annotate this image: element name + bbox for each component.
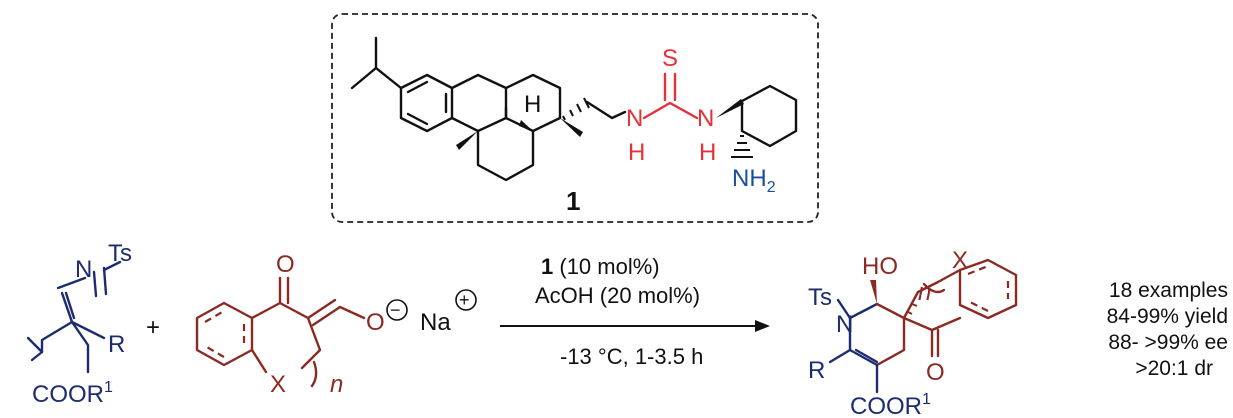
product-ketone-o: O bbox=[926, 359, 945, 386]
amine-label: NH2 bbox=[732, 165, 776, 196]
imine-r-label: R bbox=[108, 331, 125, 358]
imine-ts-label: Ts bbox=[108, 240, 132, 267]
reaction-arrow-head bbox=[755, 320, 770, 332]
product-r-label: R bbox=[808, 357, 825, 384]
thiourea-nh-right-h: H bbox=[699, 139, 716, 166]
reactant-enolate: O O − Na + X n bbox=[195, 251, 477, 398]
results-summary: 18 examples 84-99% yield 88- >99% ee >20… bbox=[1107, 279, 1228, 380]
plus-charge-circle bbox=[455, 289, 477, 311]
enolate-carbonyl-o: O bbox=[276, 251, 295, 278]
product-ho-label: HO bbox=[862, 253, 898, 280]
minus-charge-circle bbox=[386, 299, 408, 321]
catalyst-number: 1 bbox=[566, 186, 580, 216]
product-ester-label: COOR1 bbox=[850, 391, 931, 418]
condition-catalyst: 1 (10 mol%) bbox=[541, 254, 660, 279]
summary-ee: 88- >99% ee bbox=[1108, 331, 1228, 354]
imine-n-label: N bbox=[75, 256, 92, 283]
product-structure: HO Ts N R X n O COOR1 bbox=[808, 247, 1018, 418]
minus-charge: − bbox=[390, 300, 401, 320]
condition-additive: AcOH (20 mol%) bbox=[535, 283, 700, 308]
stereo-h-label: H bbox=[524, 91, 541, 118]
thiourea-s-label: S bbox=[662, 45, 678, 72]
thiourea-nh-right-n: N bbox=[697, 105, 714, 132]
imine-ester-label: COOR1 bbox=[32, 379, 113, 408]
enolate-x-label: X bbox=[270, 371, 286, 398]
catalyst-dashed-box bbox=[331, 13, 819, 223]
enolate-n-label: n bbox=[330, 371, 343, 398]
summary-yield: 84-99% yield bbox=[1107, 305, 1228, 328]
summary-dr: >20:1 dr bbox=[1135, 357, 1213, 380]
product-n-label: N bbox=[836, 311, 853, 338]
product-n-index: n bbox=[918, 279, 931, 306]
product-x-label: X bbox=[952, 247, 968, 274]
enolate-o-label: O bbox=[366, 309, 385, 336]
reaction-conditions: 1 (10 mol%) AcOH (20 mol%) -13 °C, 1-3.5… bbox=[500, 254, 770, 369]
reactant-imine: N Ts R COOR1 bbox=[26, 240, 132, 408]
thiourea-nh-left-n: N bbox=[626, 105, 643, 132]
product-ts-label: Ts bbox=[808, 284, 832, 311]
sodium-label: Na bbox=[420, 309, 451, 336]
summary-examples: 18 examples bbox=[1109, 279, 1228, 302]
catalyst-structure: H S N H N H NH2 1 bbox=[331, 13, 819, 223]
thiourea-nh-left-h: H bbox=[628, 139, 645, 166]
plus-charge: + bbox=[459, 290, 470, 310]
condition-temperature-time: -13 °C, 1-3.5 h bbox=[560, 344, 703, 369]
plus-sign: + bbox=[146, 314, 160, 341]
